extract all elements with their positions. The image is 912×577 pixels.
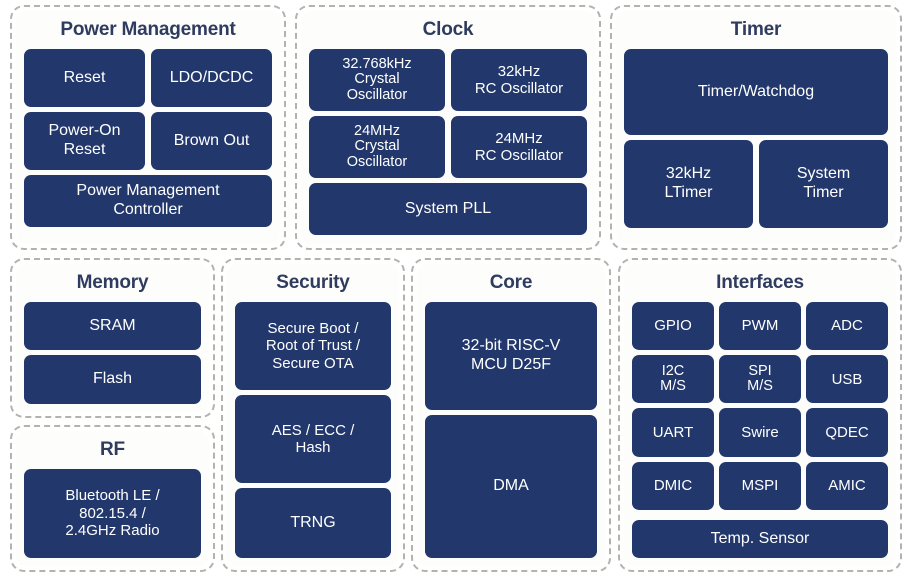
clock-row-3: System PLL <box>309 182 587 235</box>
group-title-security: Security <box>276 272 350 293</box>
block-reset[interactable]: Reset <box>24 48 145 107</box>
group-power-management: Power Management Reset LDO/DCDC Power-On… <box>10 5 286 250</box>
block-pwm[interactable]: PWM <box>719 301 801 351</box>
block-system-timer[interactable]: System Timer <box>759 139 888 228</box>
block-aes-ecc-hash[interactable]: AES / ECC / Hash <box>235 394 391 483</box>
group-title-power-management: Power Management <box>60 19 236 40</box>
group-title-clock: Clock <box>422 19 474 40</box>
group-title-timer: Timer <box>730 19 782 40</box>
group-title-rf: RF <box>100 439 125 460</box>
block-dma[interactable]: DMA <box>425 414 597 558</box>
group-body-memory: SRAM Flash <box>24 301 201 405</box>
power-row-3: Power Management Controller <box>24 174 272 227</box>
block-24mhz-crystal-oscillator[interactable]: 24MHz Crystal Oscillator <box>309 115 445 178</box>
group-body-rf: Bluetooth LE / 802.15.4 / 2.4GHz Radio <box>24 468 201 558</box>
group-core: Core 32-bit RISC-V MCU D25F DMA <box>411 258 611 572</box>
group-security-inner: Security Secure Boot / Root of Trust / S… <box>227 264 399 566</box>
group-power-management-inner: Power Management Reset LDO/DCDC Power-On… <box>16 11 280 244</box>
block-adc[interactable]: ADC <box>806 301 888 351</box>
block-brown-out[interactable]: Brown Out <box>151 111 272 170</box>
group-memory: Memory SRAM Flash <box>10 258 215 418</box>
group-interfaces-inner: Interfaces GPIO PWM ADC I2C M/S SPI M/S … <box>624 264 896 566</box>
group-core-inner: Core 32-bit RISC-V MCU D25F DMA <box>417 264 605 566</box>
block-sram[interactable]: SRAM <box>24 301 201 351</box>
group-body-power-management: Reset LDO/DCDC Power-On Reset Brown Out … <box>24 48 272 236</box>
group-timer-inner: Timer Timer/Watchdog 32kHz LTimer System… <box>616 11 896 244</box>
clock-row-2: 24MHz Crystal Oscillator 24MHz RC Oscill… <box>309 115 587 178</box>
group-security: Security Secure Boot / Root of Trust / S… <box>221 258 405 572</box>
block-flash[interactable]: Flash <box>24 355 201 405</box>
block-system-pll[interactable]: System PLL <box>309 182 587 235</box>
group-clock: Clock 32.768kHz Crystal Oscillator 32kHz… <box>295 5 601 250</box>
timer-row-1: Timer/Watchdog <box>624 48 888 135</box>
group-title-memory: Memory <box>76 272 149 293</box>
block-gpio[interactable]: GPIO <box>632 301 714 351</box>
block-usb[interactable]: USB <box>806 355 888 404</box>
group-body-interfaces: GPIO PWM ADC I2C M/S SPI M/S USB UART Sw… <box>632 301 888 558</box>
block-bluetooth-le-radio[interactable]: Bluetooth LE / 802.15.4 / 2.4GHz Radio <box>24 468 201 558</box>
group-rf-inner: RF Bluetooth LE / 802.15.4 / 2.4GHz Radi… <box>16 431 209 566</box>
block-timer-watchdog[interactable]: Timer/Watchdog <box>624 48 888 135</box>
block-spi-ms[interactable]: SPI M/S <box>719 355 801 404</box>
group-body-security: Secure Boot / Root of Trust / Secure OTA… <box>235 301 391 558</box>
block-dmic[interactable]: DMIC <box>632 461 714 510</box>
block-24mhz-rc-oscillator[interactable]: 24MHz RC Oscillator <box>451 115 587 178</box>
group-clock-inner: Clock 32.768kHz Crystal Oscillator 32kHz… <box>301 11 595 244</box>
power-row-2: Power-On Reset Brown Out <box>24 111 272 170</box>
block-power-management-controller[interactable]: Power Management Controller <box>24 174 272 227</box>
block-amic[interactable]: AMIC <box>806 461 888 510</box>
block-uart[interactable]: UART <box>632 408 714 457</box>
block-ldo-dcdc[interactable]: LDO/DCDC <box>151 48 272 107</box>
interfaces-grid: GPIO PWM ADC I2C M/S SPI M/S USB UART Sw… <box>632 301 888 510</box>
block-32768khz-crystal-oscillator[interactable]: 32.768kHz Crystal Oscillator <box>309 48 445 111</box>
block-trng[interactable]: TRNG <box>235 487 391 558</box>
block-swire[interactable]: Swire <box>719 408 801 457</box>
group-rf: RF Bluetooth LE / 802.15.4 / 2.4GHz Radi… <box>10 425 215 572</box>
block-qdec[interactable]: QDEC <box>806 408 888 457</box>
clock-row-1: 32.768kHz Crystal Oscillator 32kHz RC Os… <box>309 48 587 111</box>
block-power-on-reset[interactable]: Power-On Reset <box>24 111 145 170</box>
group-timer: Timer Timer/Watchdog 32kHz LTimer System… <box>610 5 902 250</box>
block-secure-boot-root-of-trust-secure-ota[interactable]: Secure Boot / Root of Trust / Secure OTA <box>235 301 391 390</box>
group-interfaces: Interfaces GPIO PWM ADC I2C M/S SPI M/S … <box>618 258 902 572</box>
block-mspi[interactable]: MSPI <box>719 461 801 510</box>
group-body-timer: Timer/Watchdog 32kHz LTimer System Timer <box>624 48 888 236</box>
group-title-interfaces: Interfaces <box>716 272 804 293</box>
block-32bit-riscv-mcu-d25f[interactable]: 32-bit RISC-V MCU D25F <box>425 301 597 410</box>
block-32khz-ltimer[interactable]: 32kHz LTimer <box>624 139 753 228</box>
block-temp-sensor[interactable]: Temp. Sensor <box>632 520 888 558</box>
power-row-1: Reset LDO/DCDC <box>24 48 272 107</box>
block-i2c-ms[interactable]: I2C M/S <box>632 355 714 404</box>
block-32khz-rc-oscillator[interactable]: 32kHz RC Oscillator <box>451 48 587 111</box>
timer-row-2: 32kHz LTimer System Timer <box>624 139 888 228</box>
group-title-core: Core <box>489 272 533 293</box>
group-body-core: 32-bit RISC-V MCU D25F DMA <box>425 301 597 558</box>
group-memory-inner: Memory SRAM Flash <box>16 264 209 412</box>
group-body-clock: 32.768kHz Crystal Oscillator 32kHz RC Os… <box>309 48 587 236</box>
